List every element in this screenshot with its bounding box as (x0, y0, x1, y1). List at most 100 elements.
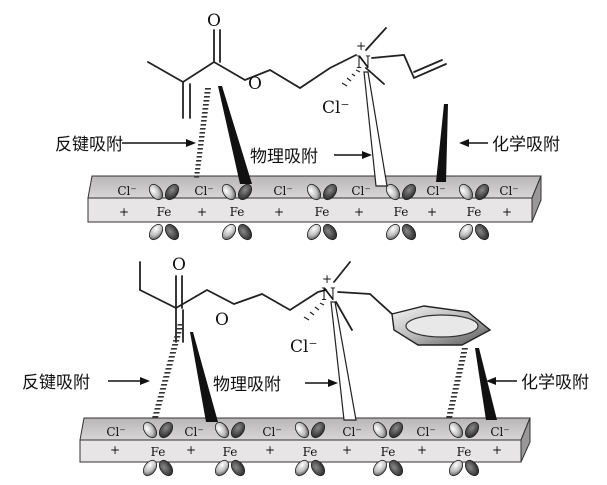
ammonium-nitrogen: N (321, 285, 336, 305)
bottom-chem-wedge-a (190, 332, 218, 422)
p-orbital-lobe (401, 223, 417, 241)
p-orbital-lobe (448, 421, 464, 439)
surface-plus-charge: + (186, 443, 196, 457)
surface-chloride: Cl⁻ (342, 425, 361, 439)
p-orbital-lobe (294, 421, 310, 439)
surface-plus-charge: + (502, 205, 512, 219)
surface-chloride: Cl⁻ (184, 425, 203, 439)
p-orbital-lobe (306, 223, 322, 241)
top-physical-label: 物理吸附 (250, 147, 318, 167)
p-orbital-lobe (221, 183, 237, 201)
p-orbital-lobe (385, 223, 401, 241)
p-orbital-lobe (148, 223, 164, 241)
ester-oxygen: O (215, 310, 229, 330)
hashed-bond (303, 302, 325, 321)
surface-iron-atom: Fe (457, 445, 472, 459)
surface-chloride: Cl⁻ (106, 425, 125, 439)
bottom-ring-hatch-wedge (446, 348, 468, 418)
top-anti-bond-label: 反键吸附 (55, 135, 123, 155)
bottom-surface-atoms: Cl⁻ Cl⁻ Cl⁻ Cl⁻ Cl⁻ Cl⁻ + + + + + + Fe Fe Fe Fe Fe (106, 421, 510, 477)
p-orbital-lobe (148, 183, 164, 201)
nitrogen-charge: + (322, 272, 332, 286)
p-orbital-lobe (448, 459, 464, 477)
surface-chloride: Cl⁻ (426, 184, 445, 198)
hashed-bond (341, 69, 361, 87)
surface-iron-atom: Fe (467, 205, 482, 219)
ammonium-nitrogen: N (356, 53, 371, 73)
top-label-arrows (122, 139, 488, 159)
surface-plus-charge: + (427, 205, 437, 219)
p-orbital-lobe (230, 421, 246, 439)
p-orbital-lobe (322, 183, 338, 201)
bottom-label-arrows (108, 377, 517, 387)
surface-iron-atom: Fe (303, 445, 318, 459)
p-orbital-lobe (322, 223, 338, 241)
surface-plus-charge: + (417, 443, 427, 457)
surface-chloride: Cl⁻ (416, 425, 435, 439)
carbonyl-oxygen: O (172, 255, 186, 275)
p-orbital-lobe (388, 459, 404, 477)
bottom-phys-wedge (330, 301, 357, 421)
p-orbital-lobe (458, 183, 474, 201)
chloride-counterion: Cl⁻ (290, 337, 317, 357)
surface-plus-charge: + (354, 205, 364, 219)
p-orbital-lobe (142, 421, 158, 439)
surface-iron-atom: Fe (381, 445, 396, 459)
surface-chloride: Cl⁻ (262, 425, 281, 439)
surface-iron-atom: Fe (230, 205, 245, 219)
p-orbital-lobe (401, 183, 417, 201)
top-chemical-label: 化学吸附 (492, 135, 560, 155)
top-molecule: O O N + Cl⁻ (147, 11, 447, 119)
p-orbital-lobe (164, 183, 180, 201)
carbonyl-oxygen: O (207, 11, 221, 31)
bottom-anti-bond-label: 反键吸附 (22, 373, 90, 393)
p-orbital-lobe (221, 223, 237, 241)
surface-plus-charge: + (119, 205, 129, 219)
surface-plus-charge: + (274, 205, 284, 219)
p-orbital-lobe (142, 459, 158, 477)
p-orbital-lobe (474, 223, 490, 241)
bottom-metal-slab (79, 417, 531, 463)
bottom-chemical-label: 化学吸附 (521, 373, 589, 393)
surface-iron-atom: Fe (223, 445, 238, 459)
p-orbital-lobe (306, 183, 322, 201)
p-orbital-lobe (372, 421, 388, 439)
p-orbital-lobe (474, 183, 490, 201)
bottom-anti-bond-wedge (152, 323, 184, 418)
surface-chloride: Cl⁻ (490, 425, 509, 439)
surface-iron-atom: Fe (157, 205, 172, 219)
p-orbital-lobe (388, 421, 404, 439)
nitrogen-charge: + (356, 39, 366, 53)
bottom-panel: Cl⁻ Cl⁻ Cl⁻ Cl⁻ Cl⁻ Cl⁻ + + + + + + Fe Fe Fe Fe Fe O O N… (22, 255, 589, 477)
p-orbital-lobe (158, 459, 174, 477)
chloride-counterion: Cl⁻ (322, 98, 349, 118)
surface-plus-charge: + (197, 205, 207, 219)
surface-plus-charge: + (342, 443, 352, 457)
surface-iron-atom: Fe (151, 445, 166, 459)
surface-plus-charge: + (265, 443, 275, 457)
top-anti-bond-wedge (194, 88, 211, 178)
surface-chloride: Cl⁻ (351, 184, 370, 198)
p-orbital-lobe (464, 459, 480, 477)
p-orbital-lobe (164, 223, 180, 241)
p-orbital-lobe (158, 421, 174, 439)
top-phys-wedge (363, 71, 388, 187)
p-orbital-lobe (372, 459, 388, 477)
surface-plus-charge: + (492, 443, 502, 457)
surface-chloride: Cl⁻ (273, 184, 292, 198)
surface-iron-atom: Fe (315, 205, 330, 219)
surface-plus-charge: + (110, 443, 120, 457)
p-orbital-lobe (310, 459, 326, 477)
p-orbital-lobe (294, 459, 310, 477)
bottom-molecule: O O N + Cl⁻ (139, 255, 492, 357)
p-orbital-lobe (237, 183, 253, 201)
p-orbital-lobe (464, 421, 480, 439)
ester-oxygen: O (248, 74, 262, 94)
p-orbital-lobe (237, 223, 253, 241)
benzene-ring (391, 305, 492, 346)
p-orbital-lobe (214, 421, 230, 439)
